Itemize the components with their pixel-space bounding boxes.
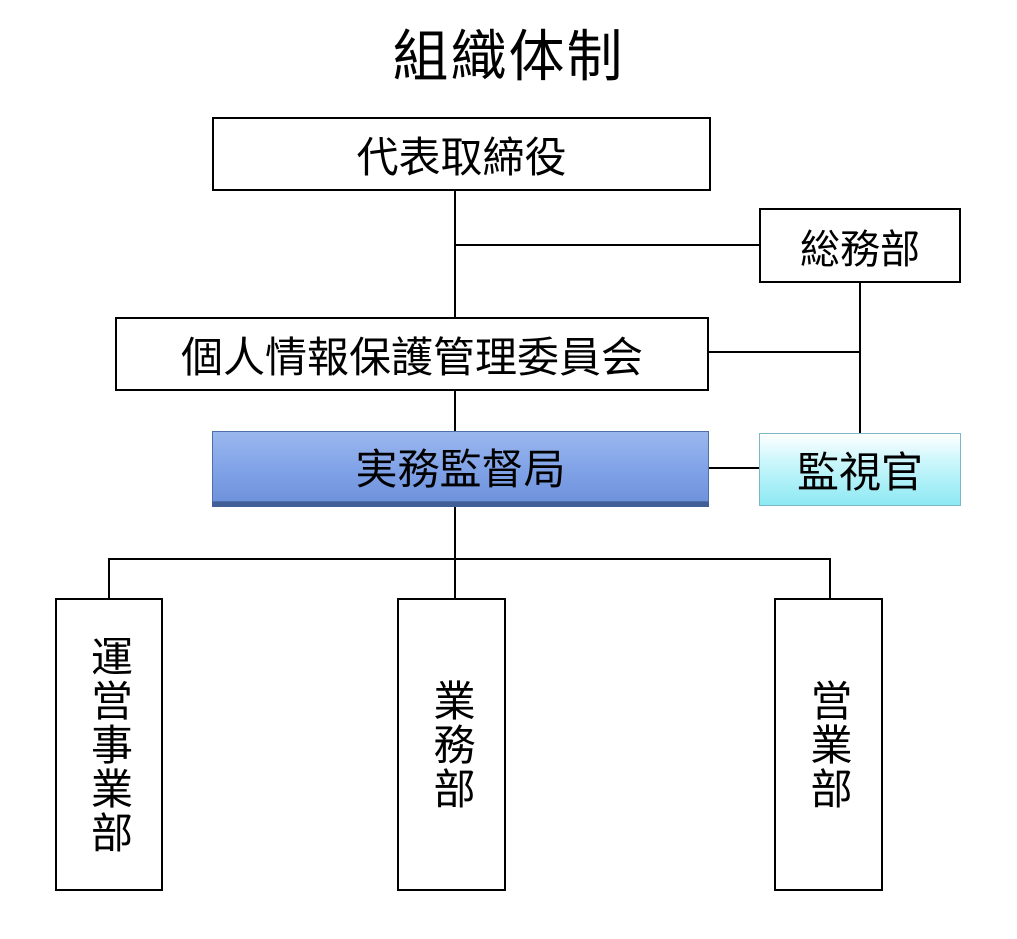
connector-horizontal-branch [108,558,831,560]
box-audit-bureau-label: 実務監督局 [355,445,566,494]
connector-ceo-down [454,190,456,318]
connector-branch-right [829,558,831,599]
connector-audit-down [454,507,456,599]
box-supervisor-label: 監視官 [796,448,923,497]
box-supervisor: 監視官 [759,433,961,506]
box-operations-label: 運営事業部 [84,634,134,855]
diagram-title: 組織体制 [392,25,625,90]
box-ceo: 代表取締役 [212,117,711,191]
box-general-affairs-label: 総務部 [800,226,920,273]
box-ceo-label: 代表取締役 [356,132,567,182]
box-general-affairs: 総務部 [759,208,961,283]
box-committee-label: 個人情報保護管理委員会 [180,332,643,382]
box-business: 業務部 [397,598,506,891]
box-sales-label: 営業部 [804,678,853,811]
box-audit-bureau: 実務監督局 [212,431,709,502]
connector-branch-left [108,558,110,599]
box-committee: 個人情報保護管理委員会 [115,317,709,391]
connector-committee-down [454,390,456,432]
box-sales: 営業部 [774,598,883,891]
connector-general-affairs-down [859,282,861,434]
connector-committee-right [708,351,860,353]
connector-to-general-affairs [455,244,760,246]
connector-audit-supervisor [708,467,760,469]
box-operations: 運営事業部 [55,598,163,891]
box-business-label: 業務部 [427,678,476,811]
